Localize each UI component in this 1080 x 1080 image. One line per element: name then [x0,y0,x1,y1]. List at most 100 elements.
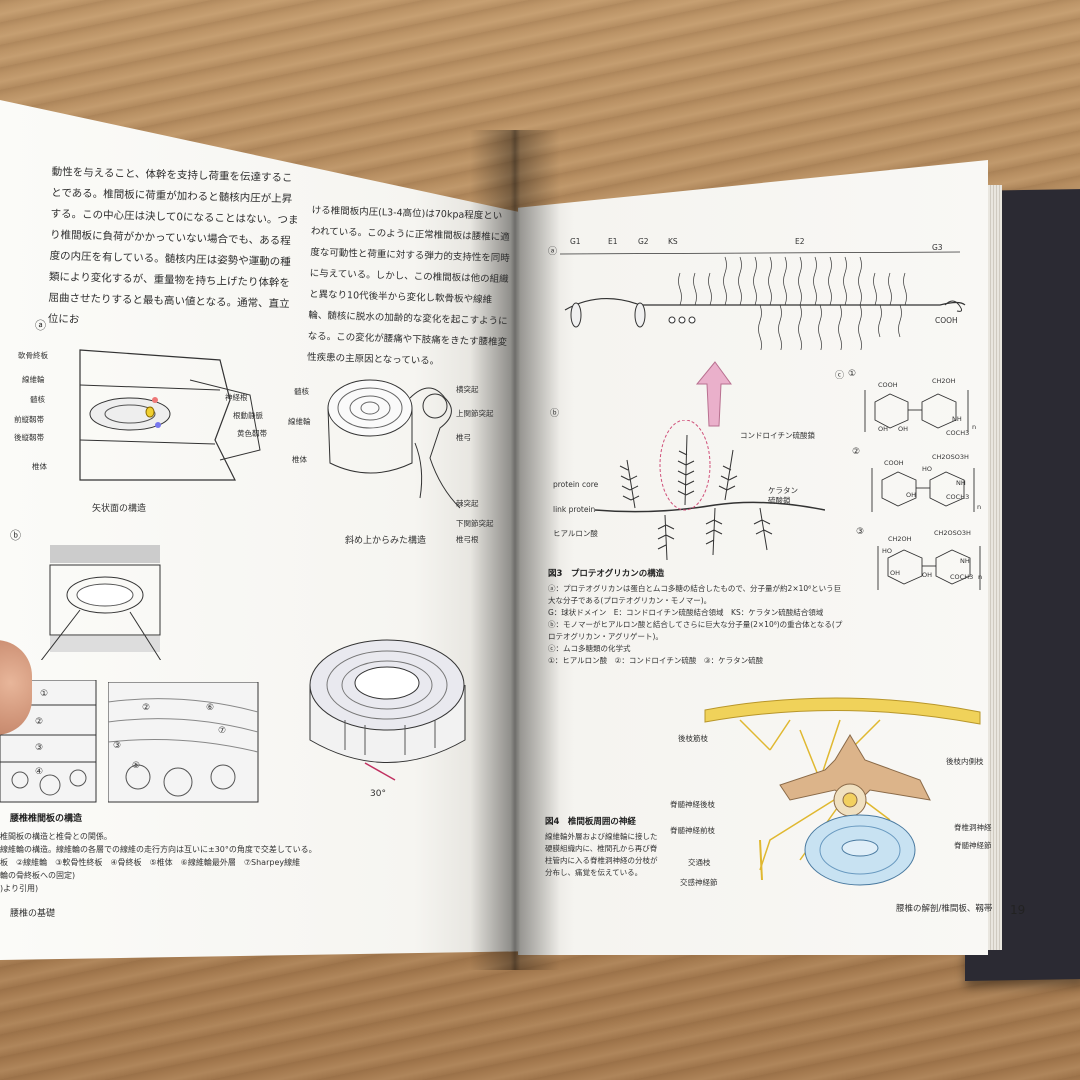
chem-label: COCH3 [946,493,970,501]
angle-label: 30° [370,789,386,799]
layer-number: ② [35,717,44,727]
right-page-footer: 腰椎の解剖/椎間板、靱帯 [896,904,993,914]
keratan-label: ケラタン 硫酸鎖 [768,486,798,505]
domain-label: G3 [932,243,943,252]
chem-label: NH [956,479,966,487]
figure-caption-lumbar-disc: 椎間板の構造と椎骨との関係。 線維輪の構造。線維輪の各層での線維の走行方向は互い… [0,832,317,893]
chem-label: COOH [878,381,898,389]
domain-label: G1 [570,237,581,246]
oblique-caption: 斜め上からみた構造 [345,536,427,546]
label-spinous-process: 棘突起 [456,499,479,508]
page-number: 19 [1010,903,1026,917]
chem-label: COOH [884,459,904,467]
label-transverse-process: 横突起 [456,385,479,394]
nerve-label: 脊髄神経前枝 [670,826,715,835]
chem-label: HO [882,547,893,555]
right-figure-b-marker: ⓑ [550,409,560,419]
left-page [0,100,518,960]
domain-label: KS [668,237,678,246]
fig3-caption: ⓐ：プロテオグリカンは蛋白とムコ多糖の結合したもので、分子量が約2×10⁶という… [548,584,843,665]
annulus-fiber-diagram [309,639,466,781]
link-protein-label: link protein [553,505,596,514]
pink-arrow-icon [695,361,732,427]
page-edges [988,185,1002,950]
fig4-caption: 線維輪外層および線維輪に接した硬膜組織内に、椎間孔から再び脊柱管内に入る脊椎洞神… [545,832,658,877]
proteoglycan-aggregate-diagram [595,420,825,561]
hyaluronic-label: ヒアルロン酸 [553,529,598,538]
nerve-label: 脊髄神経後枝 [670,800,715,809]
chem-label: OH [878,425,889,433]
chem-label: NH [952,415,962,423]
domain-label: G2 [638,237,649,246]
chem-label: n [977,503,982,511]
chem-label: COCH3 [946,429,970,437]
chem-label: HO [922,465,933,473]
chem-label: COCH3 [950,573,974,581]
right-page [518,160,988,955]
disc-layer-diagram [40,545,162,660]
label-body-oblique: 椎体 [292,455,307,464]
chemical-structures [864,390,981,590]
chem-label: n [972,423,977,431]
proteoglycan-monomer-diagram [560,251,966,350]
protein-core-label: protein core [553,480,599,489]
nerve-label: 脊髄神経節 [954,841,992,850]
label-posterior-ligament: 後縦靱帯 [14,433,44,442]
right-column-text: ける椎間板内圧(L3-4高位)は70kpa程度といわれている。このように正常椎間… [306,204,510,368]
chem-label: CH2OH [932,377,956,385]
chem-label: OH [890,569,901,577]
fig4-title: 図4 椎間板周囲の神経 [545,817,636,827]
left-column-text: 動性を与えること、体幹を支持し荷重を伝達することである。椎間板に荷重が加わると髄… [47,165,299,326]
label-nucleus: 髄核 [30,395,45,404]
chem-marker: ③ [856,527,865,537]
right-figure-a-marker: ⓐ [548,247,558,257]
chondroitin-label: コンドロイチン硫酸鎖 [740,431,815,440]
figure-title-lumbar-disc: 腰椎椎間板の構造 [10,814,83,824]
label-pedicle: 椎弓根 [456,535,479,544]
layer-number: ① [40,689,49,699]
layer-detail-right [108,682,259,803]
layer-number: ⑤ [132,761,141,771]
oblique-vertebra-diagram [327,379,461,509]
figure-b-marker: ⓑ [10,529,21,542]
chem-label: n [978,573,983,581]
label-superior-articular: 上関節突起 [456,409,494,418]
layer-number: ② [142,703,151,713]
chem-label: CH2OSO3H [934,529,971,537]
figure-a-marker: ⓐ [35,319,46,332]
sagittal-caption: 矢状面の構造 [92,504,147,514]
nerve-illustration [704,697,981,886]
right-figure-c-marker: ⓒ [835,371,845,381]
nerve-label: 交通枝 [688,858,711,867]
chem-label: CH2OSO3H [932,453,969,461]
left-page-footer: 腰椎の基礎 [10,909,56,919]
label-nerve-root: 神経根 [225,393,248,402]
nerve-label: 脊椎洞神経 [954,823,992,832]
domain-label: E1 [608,237,618,246]
chem-label: CH2OH [888,535,912,543]
label-inferior-articular: 下関節突起 [456,519,494,528]
chem-label: NH [960,557,970,565]
label-nucleus-oblique: 髄核 [294,387,309,396]
layer-number: ③ [35,743,44,753]
domain-label: E2 [795,237,805,246]
cooh-label: COOH [935,316,958,325]
nerve-label: 後枝筋枝 [678,734,708,743]
nerve-label: 後枝内側枝 [946,757,984,766]
book-spine-shadow [470,130,560,970]
chem-label: OH [898,425,909,433]
label-annulus-oblique: 線維輪 [288,417,311,426]
label-anterior-ligament: 前縦靱帯 [14,415,44,424]
label-annulus: 線維輪 [22,375,45,384]
label-vertebral-body: 椎体 [32,462,47,471]
layer-number: ⑥ [206,703,215,713]
label-lamina: 椎弓 [456,433,471,442]
label-cartilage-endplate: 軟骨終板 [18,351,48,360]
chem-marker: ② [852,447,861,457]
layer-number: ③ [113,741,122,751]
chem-label: OH [906,491,917,499]
sagittal-diagram [79,349,261,481]
nerve-label: 交感神経節 [680,878,718,887]
chem-label: OH [922,571,933,579]
layer-number: ④ [35,767,44,777]
